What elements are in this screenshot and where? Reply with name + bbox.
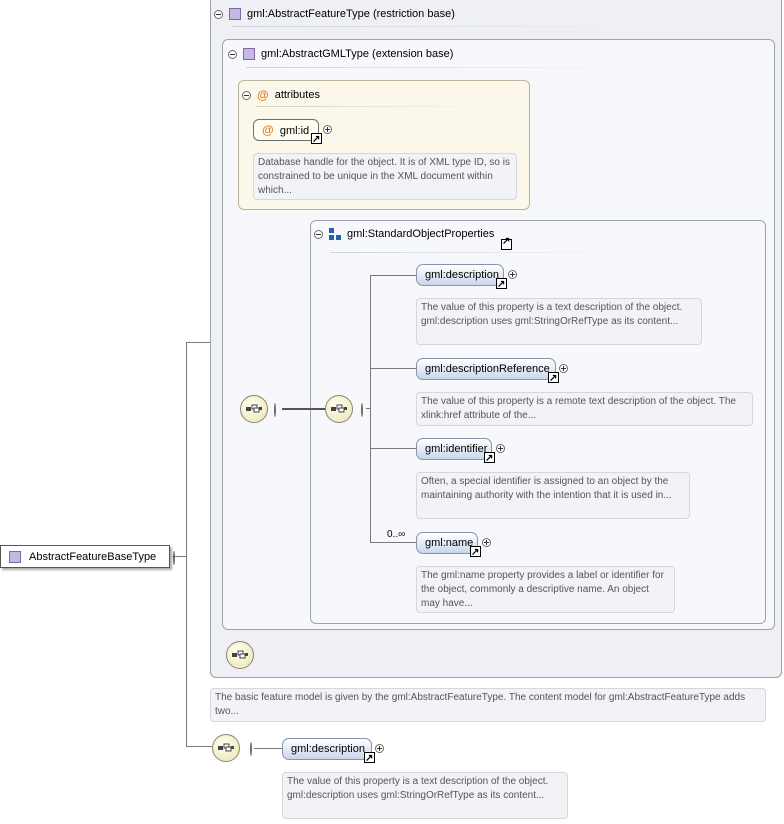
- link-icon[interactable]: [470, 543, 481, 563]
- expand-icon[interactable]: [496, 444, 505, 453]
- root-type-label: AbstractFeatureBaseType: [29, 550, 157, 563]
- sequence-icon[interactable]: [240, 395, 268, 423]
- link-icon[interactable]: [364, 749, 375, 769]
- occurrence-label: 0..∞: [387, 529, 406, 540]
- group-label: gml:StandardObjectProperties: [347, 228, 495, 240]
- sequence-icon[interactable]: [212, 734, 240, 762]
- element-gml-identifier[interactable]: gml:identifier: [416, 438, 495, 469]
- collapse-icon[interactable]: [314, 229, 323, 239]
- element-gml-descriptionReference[interactable]: gml:descriptionReference: [416, 358, 559, 389]
- sequence-icon[interactable]: [325, 395, 353, 423]
- separator: [232, 26, 652, 27]
- attribute-documentation: Database handle for the object. It is of…: [253, 153, 517, 200]
- connector-line: [282, 408, 326, 410]
- attribute-at-icon: @: [257, 88, 269, 102]
- complex-type-icon: [243, 48, 255, 60]
- element-documentation: Often, a special identifier is assigned …: [416, 472, 690, 519]
- element-label: gml:description: [291, 743, 365, 755]
- attributes-header: @ attributes: [242, 88, 320, 102]
- collapse-icon[interactable]: [250, 742, 252, 756]
- separator: [330, 252, 630, 253]
- element-documentation: The value of this property is a text des…: [416, 298, 702, 345]
- feature-type-documentation: The basic feature model is given by the …: [210, 688, 766, 722]
- separator: [256, 106, 486, 107]
- collapse-icon[interactable]: [173, 551, 175, 565]
- link-icon[interactable]: [496, 275, 507, 295]
- connector-line: [366, 408, 370, 409]
- attribute-gml-id[interactable]: @ gml:id: [253, 119, 322, 150]
- element-gml-description[interactable]: gml:description: [416, 264, 507, 295]
- link-icon[interactable]: [548, 369, 559, 389]
- collapse-icon[interactable]: [274, 403, 276, 417]
- element-label: gml:description: [425, 269, 499, 281]
- element-documentation: The gml:name property provides a label o…: [416, 566, 675, 613]
- group-icon: [329, 228, 341, 240]
- expand-icon[interactable]: [482, 538, 491, 547]
- attribute-label: gml:id: [279, 125, 310, 137]
- connector-line: [186, 746, 212, 747]
- connector-line: [370, 448, 416, 449]
- connector-line: [186, 342, 210, 343]
- element-label: gml:identifier: [425, 443, 488, 455]
- restriction-base-label: gml:AbstractFeatureType (restriction bas…: [247, 8, 455, 20]
- element-label: gml:name: [425, 537, 474, 549]
- link-icon[interactable]: [311, 130, 322, 150]
- complex-type-icon: [229, 8, 241, 20]
- expand-icon[interactable]: [375, 744, 384, 753]
- separator: [246, 67, 646, 68]
- element-label: gml:descriptionReference: [425, 363, 550, 375]
- expand-icon[interactable]: [508, 270, 517, 279]
- connector-line: [172, 556, 186, 557]
- restriction-base-header: gml:AbstractFeatureType (restriction bas…: [214, 8, 455, 20]
- collapse-icon[interactable]: [361, 403, 363, 417]
- extension-base-label: gml:AbstractGMLType (extension base): [261, 48, 454, 60]
- connector-line: [186, 342, 187, 746]
- link-icon[interactable]: [484, 449, 495, 469]
- connector-line: [370, 542, 416, 543]
- element-documentation: The value of this property is a remote t…: [416, 392, 753, 426]
- attribute-at-icon: @: [262, 123, 274, 137]
- root-type-node[interactable]: AbstractFeatureBaseType: [0, 545, 170, 568]
- connector-line: [254, 748, 282, 749]
- sequence-icon[interactable]: [226, 641, 254, 669]
- collapse-icon[interactable]: [242, 90, 251, 100]
- connector-line: [370, 275, 416, 276]
- collapse-icon[interactable]: [214, 9, 223, 19]
- attributes-label: attributes: [274, 89, 320, 101]
- element-gml-name[interactable]: gml:name: [416, 532, 481, 563]
- expand-icon[interactable]: [323, 125, 332, 134]
- link-icon[interactable]: [501, 236, 512, 250]
- connector-line: [370, 368, 416, 369]
- extension-base-header: gml:AbstractGMLType (extension base): [228, 48, 453, 60]
- connector-line: [370, 275, 371, 542]
- collapse-icon[interactable]: [228, 49, 237, 59]
- complex-type-icon: [9, 550, 21, 563]
- standard-object-properties-header: gml:StandardObjectProperties: [314, 228, 494, 240]
- element-documentation: The value of this property is a text des…: [282, 772, 568, 819]
- element-gml-description-bottom[interactable]: gml:description: [282, 738, 375, 769]
- expand-icon[interactable]: [559, 364, 568, 373]
